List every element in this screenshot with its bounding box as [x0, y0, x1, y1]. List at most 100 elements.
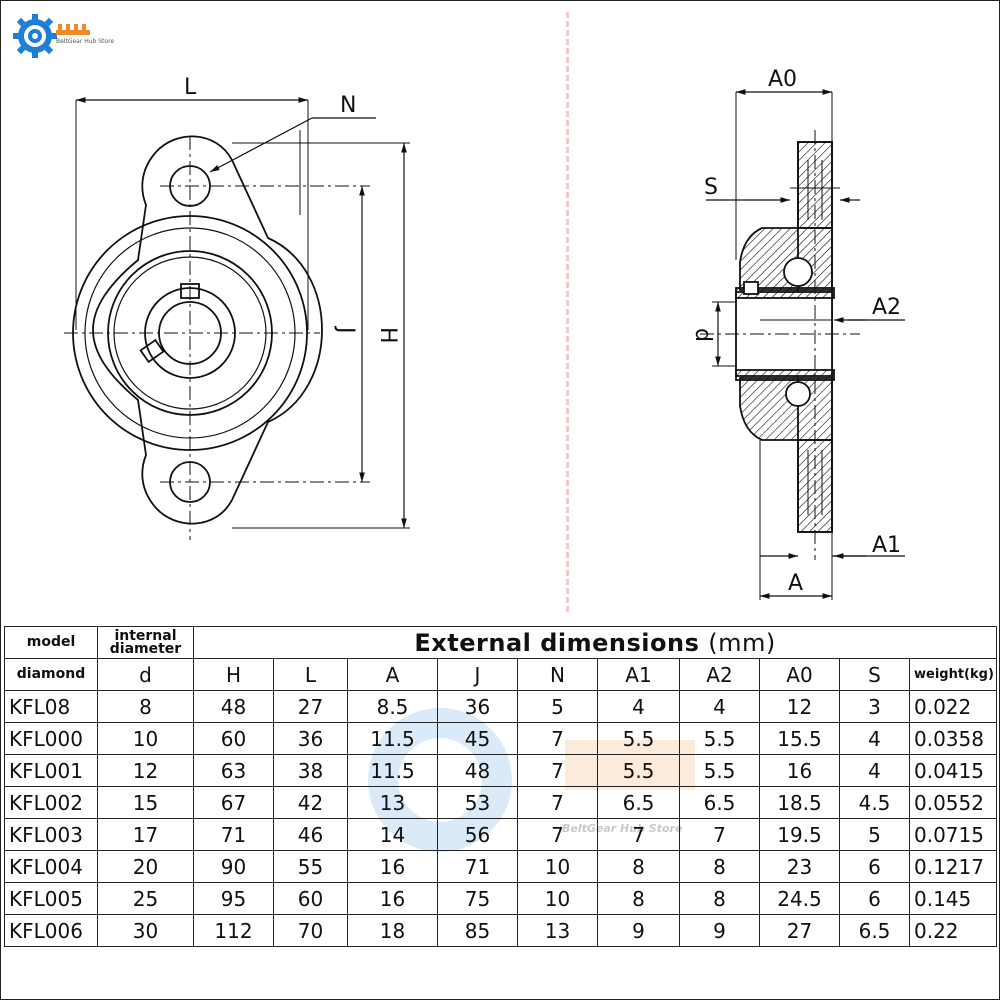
cell-A: 18 — [347, 914, 438, 947]
cell-S: 4.5 — [839, 786, 910, 819]
ball-top — [783, 257, 813, 287]
cell-L: 60 — [273, 882, 348, 915]
cell-d: 17 — [97, 818, 194, 851]
cell-J: 53 — [437, 786, 518, 819]
cell-weight: 0.0552 — [908, 786, 998, 819]
cell-A2: 8 — [679, 850, 760, 883]
dimensions-table: model internal diameter External dimensi… — [4, 626, 998, 947]
cell-A0: 15.5 — [759, 722, 840, 755]
header-col-d: d — [97, 658, 194, 691]
cell-S: 4 — [839, 754, 910, 787]
cell-H: 48 — [193, 690, 274, 723]
cell-A: 14 — [347, 818, 438, 851]
cell-J: 45 — [437, 722, 518, 755]
cell-H: 60 — [193, 722, 274, 755]
cell-model: KFL006 — [4, 914, 98, 947]
cell-A1: 4 — [597, 690, 680, 723]
cell-d: 12 — [97, 754, 194, 787]
cell-N: 7 — [517, 818, 598, 851]
cell-d: 20 — [97, 850, 194, 883]
cell-d: 25 — [97, 882, 194, 915]
front-view — [64, 97, 410, 540]
cell-weight: 0.0715 — [908, 818, 998, 851]
dim-label-S: S — [704, 175, 718, 200]
cell-A0: 24.5 — [759, 882, 840, 915]
header-row-2: diamond d H L A J N A1 A2 A0 S weight(kg… — [4, 658, 998, 691]
header-col-J: J — [437, 658, 518, 691]
cell-d: 30 — [97, 914, 194, 947]
dim-label-d: d — [690, 328, 715, 342]
cell-N: 7 — [517, 786, 598, 819]
cell-A0: 12 — [759, 690, 840, 723]
cell-H: 63 — [193, 754, 274, 787]
cell-A0: 19.5 — [759, 818, 840, 851]
technical-drawing: L N J H — [64, 67, 905, 600]
ball-bottom — [785, 381, 811, 407]
header-col-S: S — [839, 658, 910, 691]
view-divider — [566, 12, 569, 612]
side-set-screw — [139, 338, 165, 364]
cell-model: KFL002 — [4, 786, 98, 819]
header-col-weight: weight(kg) — [908, 658, 998, 691]
cell-weight: 0.1217 — [908, 850, 998, 883]
cell-A1: 5.5 — [597, 722, 680, 755]
dim-label-J: J — [333, 325, 358, 334]
cell-model: KFL08 — [4, 690, 98, 723]
cell-A: 16 — [347, 882, 438, 915]
cell-A0: 16 — [759, 754, 840, 787]
cell-d: 10 — [97, 722, 194, 755]
cell-A2: 5.5 — [679, 722, 760, 755]
cell-A2: 7 — [679, 818, 760, 851]
cell-L: 46 — [273, 818, 348, 851]
cell-weight: 0.0358 — [908, 722, 998, 755]
cell-A1: 8 — [597, 850, 680, 883]
cell-A: 16 — [347, 850, 438, 883]
cell-A: 13 — [347, 786, 438, 819]
header-col-A0: A0 — [759, 658, 840, 691]
cell-model: KFL001 — [4, 754, 98, 787]
inner-ring-bottom — [735, 369, 835, 381]
cell-A1: 7 — [597, 818, 680, 851]
cell-S: 3 — [839, 690, 910, 723]
cell-model: KFL003 — [4, 818, 98, 851]
cell-J: 48 — [437, 754, 518, 787]
cell-L: 27 — [273, 690, 348, 723]
side-view — [700, 89, 905, 600]
cell-A2: 9 — [679, 914, 760, 947]
cell-L: 38 — [273, 754, 348, 787]
cell-L: 42 — [273, 786, 348, 819]
cell-L: 55 — [273, 850, 348, 883]
external-title: External dimensions — [414, 628, 700, 657]
cell-J: 36 — [437, 690, 518, 723]
header-internal-diameter: internal diameter — [97, 626, 194, 659]
cell-A: 11.5 — [347, 754, 438, 787]
cell-A0: 27 — [759, 914, 840, 947]
cell-S: 6 — [839, 882, 910, 915]
cell-A1: 5.5 — [597, 754, 680, 787]
cell-H: 90 — [193, 850, 274, 883]
header-col-A2: A2 — [679, 658, 760, 691]
cell-model: KFL004 — [4, 850, 98, 883]
cell-A1: 6.5 — [597, 786, 680, 819]
header-diamond: diamond — [4, 658, 98, 691]
cell-L: 70 — [273, 914, 348, 947]
cell-d: 15 — [97, 786, 194, 819]
cell-d: 8 — [97, 690, 194, 723]
dim-label-A1: A1 — [872, 533, 901, 558]
cell-A2: 8 — [679, 882, 760, 915]
cell-H: 67 — [193, 786, 274, 819]
cell-model: KFL005 — [4, 882, 98, 915]
cell-N: 13 — [517, 914, 598, 947]
cell-weight: 0.22 — [908, 914, 998, 947]
brand-name: BeltGear Hub Store — [56, 38, 115, 45]
cell-J: 75 — [437, 882, 518, 915]
header-col-N: N — [517, 658, 598, 691]
header-model: model — [4, 626, 98, 659]
cell-J: 56 — [437, 818, 518, 851]
